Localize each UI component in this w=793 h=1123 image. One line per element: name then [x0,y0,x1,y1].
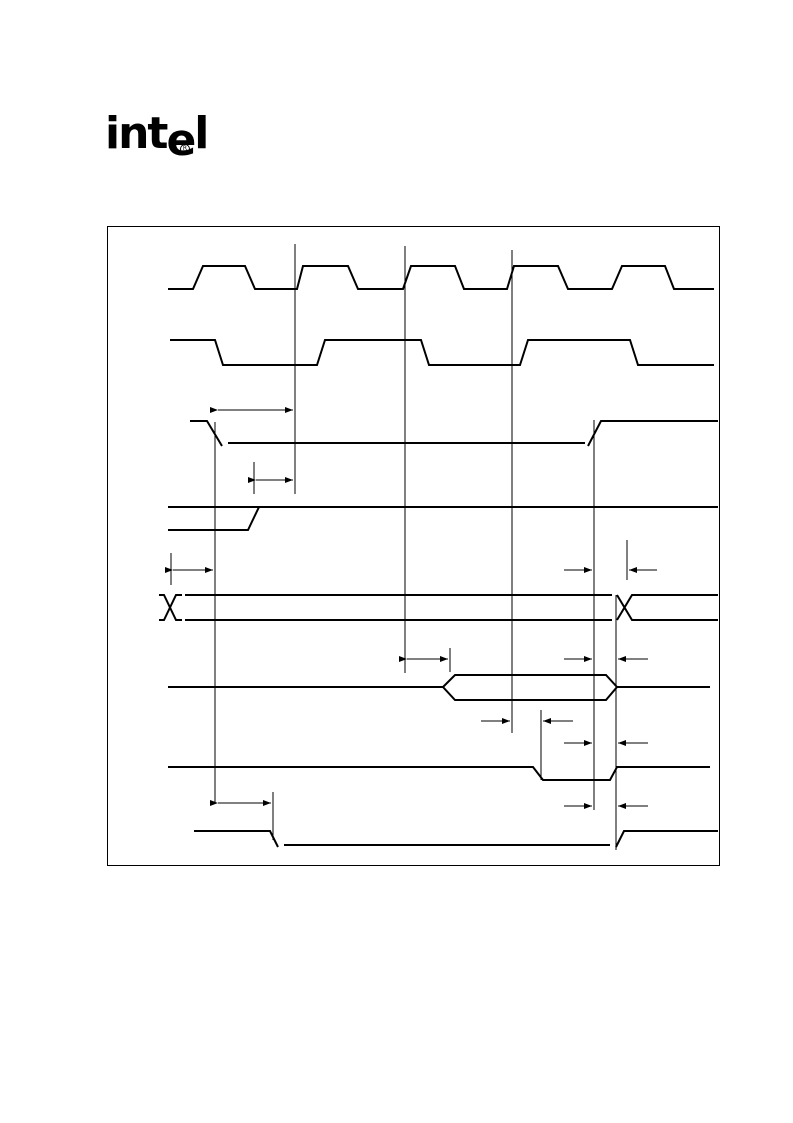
logo-text-end: l [194,108,209,159]
signal-select-waveform-a [194,830,279,848]
signal-enable-waveform [168,766,710,781]
signal-ready-waveform-low [168,506,260,531]
signal-select-waveform-c [615,830,718,848]
timing-diagram-frame [107,226,720,866]
signal-strobe-waveform-c [587,420,718,447]
reference-lines [170,244,628,850]
signal-clk-waveform [168,265,714,290]
logo-text-e: e [166,115,196,166]
signal-address-cross-right-b [616,594,718,621]
logo-text-main: int [105,108,168,159]
registered-mark: R [180,144,190,154]
signal-phase-waveform [170,339,714,366]
signal-data-valid-window [441,674,619,701]
signal-address-cross-right [616,594,718,621]
signal-strobe-waveform-a [190,420,223,447]
signal-address-cross-left-b [159,594,182,621]
intel-logo: intel R [105,112,209,163]
